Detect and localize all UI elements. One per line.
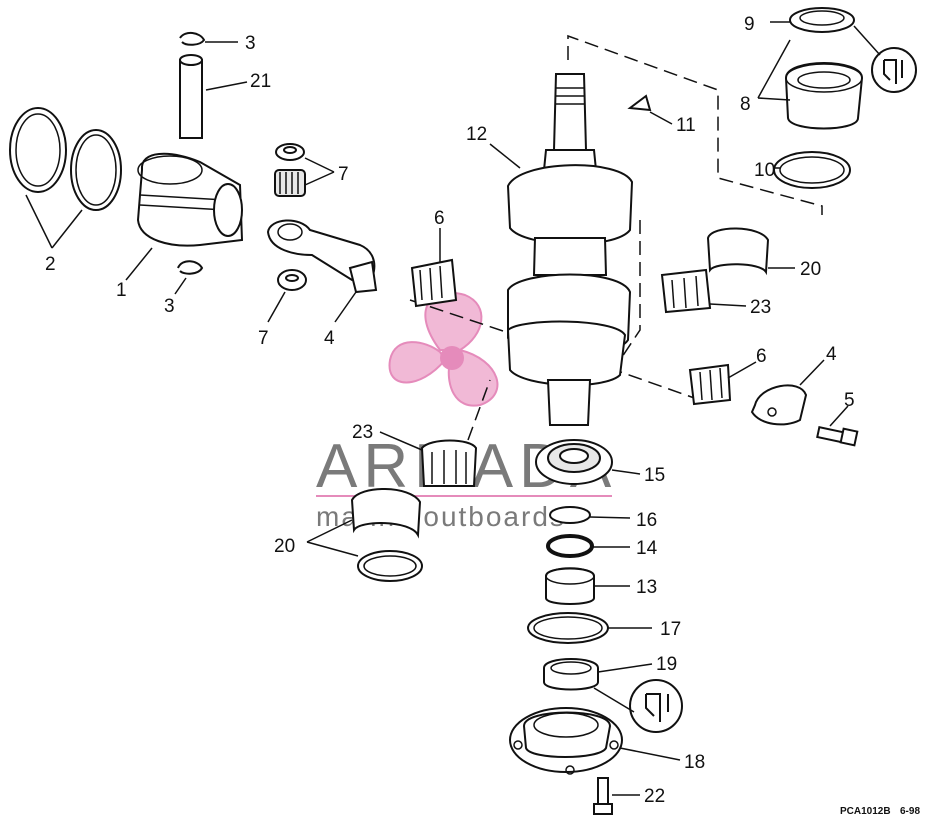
diagram-code: PCA1012B	[840, 806, 891, 817]
seal-19	[543, 658, 599, 691]
lubricant-icon-bottom	[629, 679, 683, 733]
lower-bearing-housing	[509, 707, 623, 775]
retaining-ring-top	[179, 32, 206, 46]
center-bearing-race-lower	[350, 488, 422, 539]
label-21: 21	[250, 71, 271, 92]
lubricant-icon-top	[871, 47, 917, 93]
label-22: 22	[644, 786, 665, 807]
label-16: 16	[636, 510, 657, 531]
leader-lines	[25, 21, 881, 796]
retaining-ring-bottom	[177, 260, 204, 275]
retaining-ring-16	[549, 506, 591, 524]
label-20-right: 20	[800, 259, 821, 280]
connecting-rod	[266, 219, 378, 294]
rod-cap	[750, 384, 808, 426]
piston	[136, 152, 244, 247]
label-15: 15	[644, 465, 665, 486]
label-8: 8	[740, 94, 751, 115]
label-23-left: 23	[352, 422, 373, 443]
crankshaft-key	[627, 94, 652, 112]
label-4-right: 4	[826, 344, 837, 365]
center-bearing-race-upper	[706, 227, 770, 276]
label-11: 11	[676, 115, 696, 136]
label-14: 14	[636, 538, 658, 559]
label-17: 17	[660, 619, 681, 640]
propeller-logo-icon	[388, 291, 499, 407]
retaining-ring-lower	[357, 550, 423, 582]
housing-screw	[593, 777, 613, 815]
label-18: 18	[684, 752, 705, 773]
label-2: 2	[45, 254, 56, 275]
o-ring-upper	[773, 151, 851, 189]
label-1: 1	[116, 280, 127, 301]
diagram-date: 6-98	[900, 806, 920, 817]
o-ring-17	[527, 612, 609, 644]
callout-labels: 1 2 3 3 21 7 7 4 6 12 11 9 8 10 20 23 6 …	[45, 14, 855, 807]
center-roller-bearing-lower	[420, 439, 478, 487]
sleeve-13	[545, 567, 595, 605]
roller-bearing-left	[410, 258, 458, 308]
rod-cap-screw	[816, 426, 859, 447]
upper-bearing	[784, 62, 864, 130]
crankshaft	[506, 73, 634, 426]
center-roller-bearing-upper	[660, 268, 712, 314]
label-19: 19	[656, 654, 677, 675]
label-3-top: 3	[245, 33, 256, 54]
label-7-bottom: 7	[258, 328, 269, 349]
label-13: 13	[636, 577, 657, 598]
roller-bearing-right	[688, 363, 732, 406]
label-4-left: 4	[324, 328, 335, 349]
label-10: 10	[754, 160, 775, 181]
seal-14	[546, 534, 594, 558]
label-3-bottom: 3	[164, 296, 175, 317]
label-5: 5	[844, 390, 855, 411]
label-7-top: 7	[338, 164, 349, 185]
label-23-right: 23	[750, 297, 771, 318]
label-12: 12	[466, 124, 487, 145]
ball-bearing	[535, 439, 613, 485]
wrist-pin-bearing	[274, 143, 307, 291]
label-6-left: 6	[434, 208, 445, 229]
label-9: 9	[744, 14, 755, 35]
piston-rings	[9, 107, 122, 211]
upper-seal	[789, 7, 855, 33]
label-6-right: 6	[756, 346, 767, 367]
label-20-left: 20	[274, 536, 295, 557]
wrist-pin	[179, 54, 203, 139]
